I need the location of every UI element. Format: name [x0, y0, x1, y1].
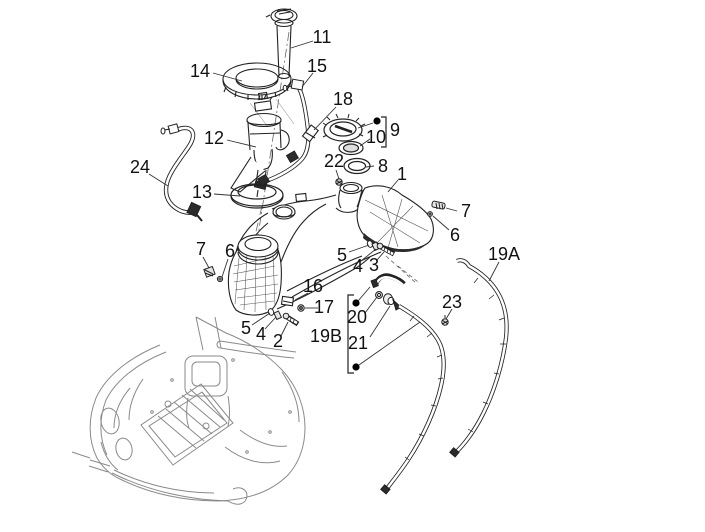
callout-22: 22: [324, 151, 344, 171]
ring-nut: [222, 62, 292, 100]
spacer-16: [280, 295, 295, 307]
callout-10: 10: [366, 127, 386, 147]
callout-2: 2: [273, 331, 283, 351]
callout-12: 12: [204, 128, 224, 148]
callout-6-left: 6: [225, 241, 235, 261]
kit-bullet-19b-top: [352, 299, 360, 307]
screw-7-right: [431, 200, 446, 210]
callout-6-right: 6: [450, 225, 460, 245]
leader-lines: [148, 40, 500, 366]
callout-13: 13: [192, 182, 212, 202]
fuel-cap: [322, 113, 366, 142]
elbow-hose: [370, 273, 406, 289]
kit-bullet-9: [373, 117, 381, 125]
callout-14: 14: [190, 61, 210, 81]
kit-bullet-19b-bottom: [352, 363, 360, 371]
filler-pipe: [265, 8, 298, 80]
clip-23: [441, 315, 449, 326]
callout-21: 21: [348, 333, 368, 353]
callout-20: 20: [347, 307, 367, 327]
kit-bracket-19b: [347, 294, 354, 374]
callout-7-right: 7: [461, 201, 471, 221]
nut-20: [375, 291, 383, 299]
fuel-hose-19a: [449, 258, 509, 458]
callout-17: 17: [314, 297, 334, 317]
tank-sensor-opening: [272, 204, 296, 220]
callout-16: 16: [303, 276, 323, 296]
fuel-tank: [227, 181, 434, 316]
screw-2: [282, 312, 300, 327]
callout-1: 1: [397, 164, 407, 184]
cap-ring-10: [338, 140, 364, 156]
tank-pump-opening: [237, 234, 279, 265]
tank-filler-neck: [335, 181, 363, 213]
nut-17: [297, 304, 305, 312]
callout-8: 8: [378, 156, 388, 176]
fuel-hose-24: [160, 123, 203, 222]
nut-6-left: [216, 275, 224, 283]
callout-18: 18: [333, 89, 353, 109]
washer-6-right: [427, 211, 433, 217]
callout-4-lower: 4: [256, 324, 266, 344]
clip-22: [335, 178, 343, 186]
fuel-hose-19b: [380, 304, 446, 495]
screw-3: [376, 242, 396, 257]
callout-labels: 11 15 18 14 12 24 13 9 10 8 22 1 7 6 7 6…: [130, 27, 520, 353]
breather-hose-15: [256, 78, 311, 187]
fuel-pump: [230, 91, 290, 198]
callout-5-lower: 5: [241, 318, 251, 338]
callout-24: 24: [130, 157, 150, 177]
callout-5-upper: 5: [337, 245, 347, 265]
callout-9: 9: [390, 120, 400, 140]
cap-gasket-8: [343, 157, 371, 175]
bolt-4-lower: [273, 310, 283, 321]
callout-19a: 19A: [488, 244, 520, 264]
kit-bracket-9: [381, 116, 387, 148]
callout-7-left: 7: [196, 239, 206, 259]
callout-15: 15: [307, 56, 327, 76]
callout-19b: 19B: [310, 326, 342, 346]
callout-23: 23: [442, 292, 462, 312]
washer-5-upper: [366, 240, 374, 248]
washer-5-lower: [267, 308, 275, 316]
callout-11: 11: [313, 27, 332, 47]
callout-3: 3: [369, 255, 379, 275]
clip-7-left: [203, 265, 216, 278]
scooter-frame: [71, 316, 306, 505]
assembly-centerlines: [249, 31, 419, 284]
callout-4-upper: 4: [353, 256, 363, 276]
